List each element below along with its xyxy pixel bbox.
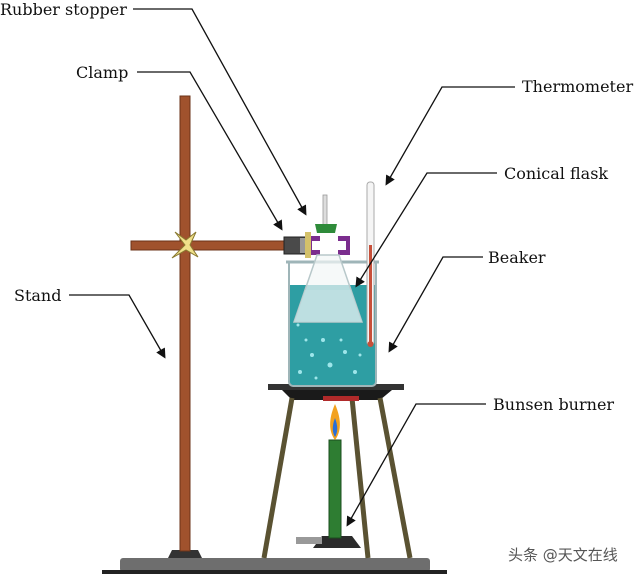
label-conical-flask: Conical flask xyxy=(504,164,608,183)
clamp-leader xyxy=(137,71,283,231)
clamp xyxy=(283,232,350,258)
conical-flask xyxy=(292,254,364,323)
label-thermometer: Thermometer xyxy=(522,77,633,96)
label-rubber-stopper: Rubber stopper xyxy=(0,0,127,19)
bench-shadow xyxy=(102,570,447,574)
label-stand: Stand xyxy=(14,286,61,305)
retort-stand xyxy=(130,95,287,558)
bunsen-burner-leader xyxy=(346,403,486,527)
boss-head xyxy=(171,231,199,259)
label-clamp: Clamp xyxy=(76,63,128,82)
label-bunsen-burner: Bunsen burner xyxy=(493,395,614,414)
thermometer-leader xyxy=(385,86,515,186)
rubber-stopper xyxy=(315,194,337,233)
bench-base xyxy=(120,558,430,572)
watermark: 头条 @天文在线 xyxy=(508,546,618,564)
bunsen-burner xyxy=(296,396,361,548)
label-beaker: Beaker xyxy=(488,248,546,267)
stand-leader xyxy=(69,294,166,359)
beaker-leader xyxy=(388,256,483,353)
conical-flask-leader xyxy=(355,172,497,288)
rubber-stopper-leader xyxy=(133,8,307,216)
leader-lines xyxy=(69,8,515,527)
